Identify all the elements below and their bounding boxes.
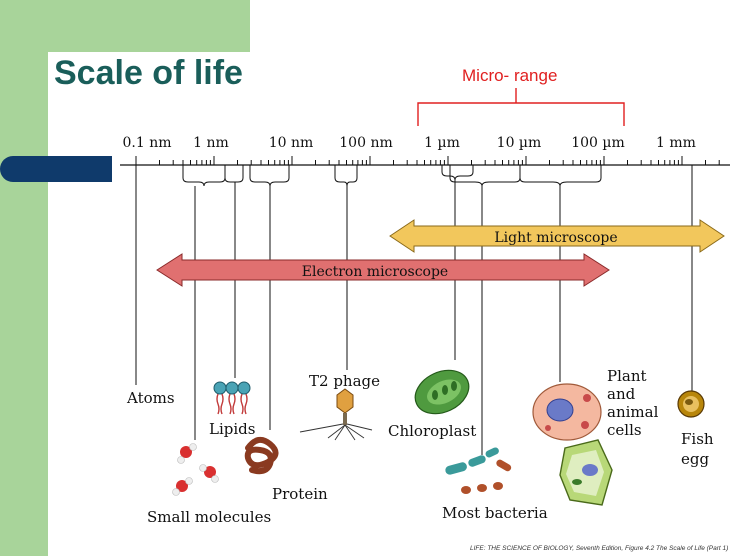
atoms-label: Atoms	[126, 389, 175, 407]
fish-egg-icon	[677, 390, 705, 418]
figure-credit: LIFE: THE SCIENCE OF BIOLOGY, Seventh Ed…	[470, 545, 729, 552]
scale-ticks	[135, 156, 720, 165]
top-green-band	[0, 0, 250, 52]
protein-icon	[244, 436, 279, 475]
tick-label-100um: 100 µm	[571, 135, 625, 151]
fish-egg-label-2: egg	[681, 450, 709, 468]
light-microscope-arrow: Light microscope	[389, 219, 725, 253]
micro-range-bracket	[417, 88, 625, 126]
navy-accent-bar	[0, 156, 112, 182]
slide-title: Scale of life	[54, 54, 243, 92]
t2-phage-icon	[299, 388, 373, 441]
fish-egg-label-1: Fish	[681, 430, 714, 448]
tick-label-10nm: 10 nm	[269, 135, 314, 151]
micro-range-label: Micro- range	[462, 66, 558, 85]
plant-cell-icon	[559, 439, 613, 506]
t2-phage-label: T2 phage	[309, 372, 380, 390]
chloroplast-icon	[414, 369, 470, 415]
tick-label-1mm: 1 mm	[656, 135, 696, 151]
light-microscope-label: Light microscope	[494, 230, 617, 246]
plant-animal-label-3: animal	[607, 403, 659, 421]
electron-microscope-label: Electron microscope	[302, 264, 448, 280]
plant-animal-label-2: and	[607, 385, 636, 403]
tick-label-100nm: 100 nm	[339, 135, 392, 151]
lipids-label: Lipids	[209, 420, 255, 438]
tick-label-1um: 1 µm	[424, 135, 460, 151]
small-molecules-label: Small molecules	[147, 508, 271, 526]
lipids-icon	[213, 381, 251, 415]
chloroplast-label: Chloroplast	[388, 422, 476, 440]
range-brackets	[182, 165, 602, 187]
small-molecules-icon	[172, 443, 219, 496]
plant-animal-label-4: cells	[607, 421, 642, 439]
tick-label-1nm: 1 nm	[193, 135, 229, 151]
tick-label-0.1nm: 0.1 nm	[122, 135, 171, 151]
plant-animal-label-1: Plant	[607, 367, 647, 385]
animal-cell-icon	[532, 383, 602, 441]
scale-labels: 0.1 nm 1 nm 10 nm 100 nm 1 µm 10 µm 100 …	[122, 135, 695, 151]
bacteria-icon	[445, 447, 512, 494]
tick-label-10um: 10 µm	[497, 135, 542, 151]
electron-microscope-arrow: Electron microscope	[156, 253, 610, 287]
left-green-band	[0, 0, 48, 556]
protein-label: Protein	[272, 485, 328, 503]
most-bacteria-label: Most bacteria	[442, 504, 548, 522]
